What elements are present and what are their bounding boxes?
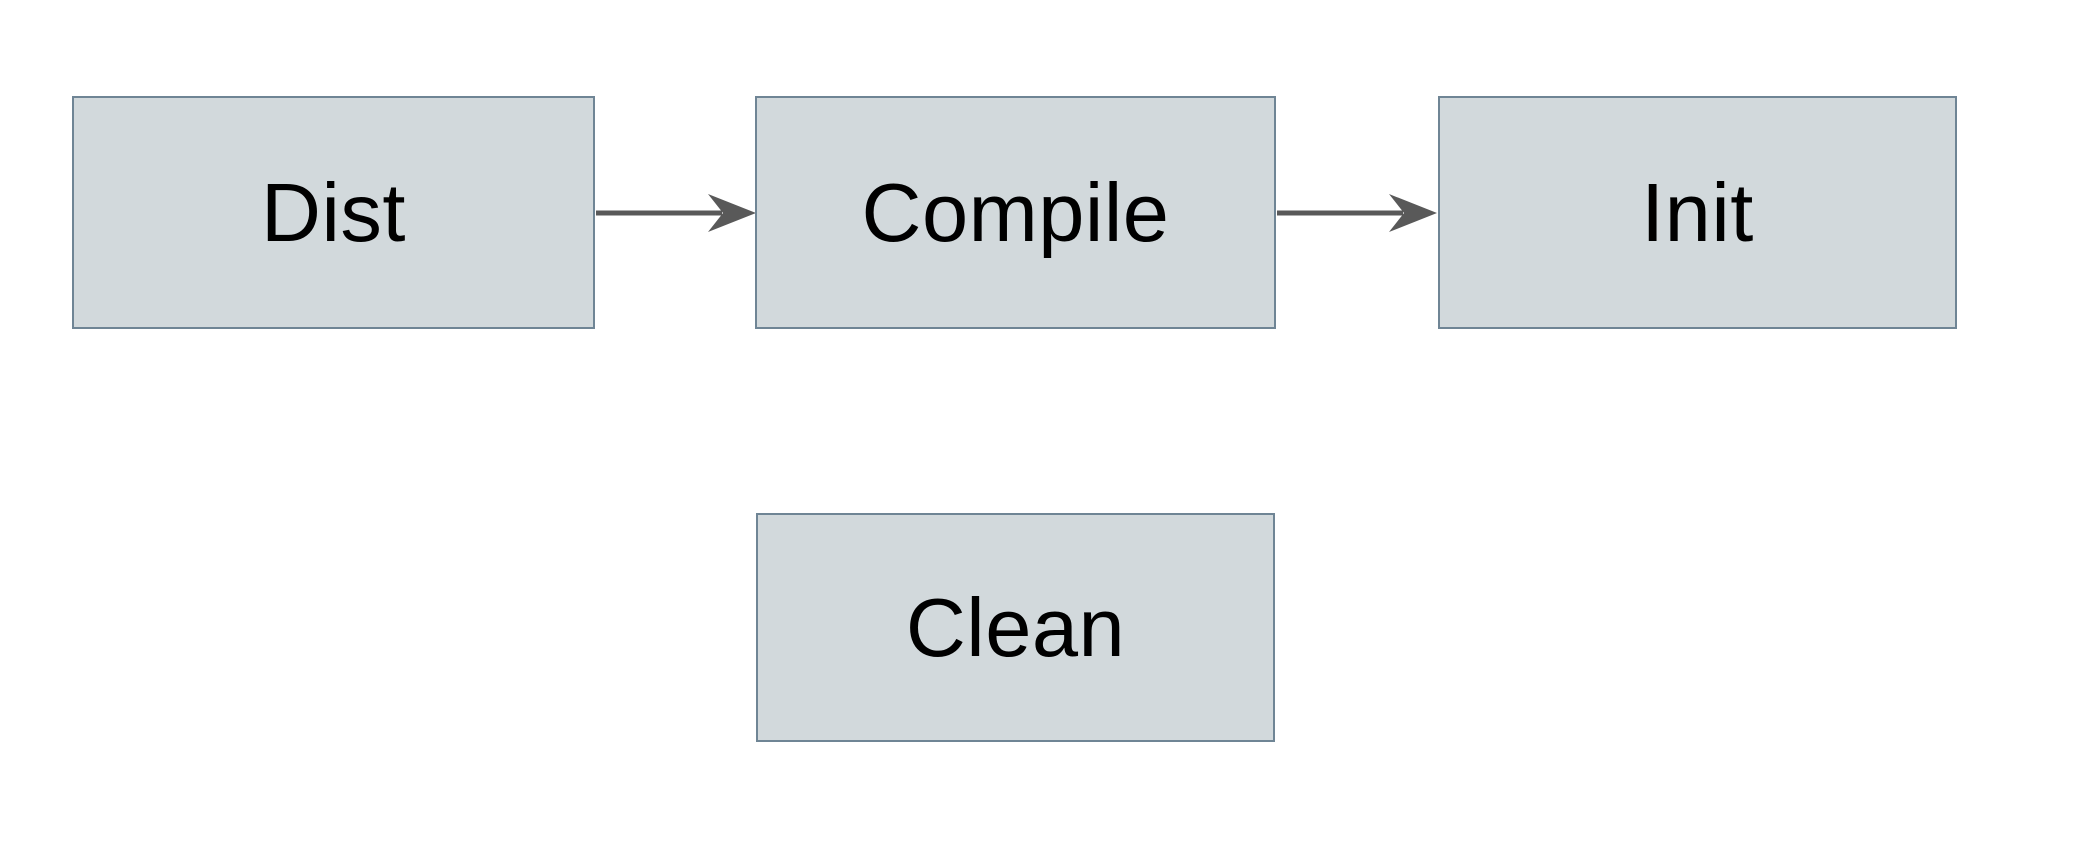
arrow-icon	[1277, 194, 1437, 232]
node-dist-label: Dist	[261, 166, 406, 259]
node-init-label: Init	[1641, 166, 1754, 259]
node-clean: Clean	[756, 513, 1275, 742]
arrow-icon	[596, 194, 756, 232]
node-init: Init	[1438, 96, 1957, 329]
node-dist: Dist	[72, 96, 595, 329]
node-clean-label: Clean	[905, 581, 1126, 674]
arrow-compile-to-init	[1277, 188, 1437, 238]
node-compile: Compile	[755, 96, 1276, 329]
node-compile-label: Compile	[861, 166, 1170, 259]
arrow-dist-to-compile	[596, 188, 756, 238]
